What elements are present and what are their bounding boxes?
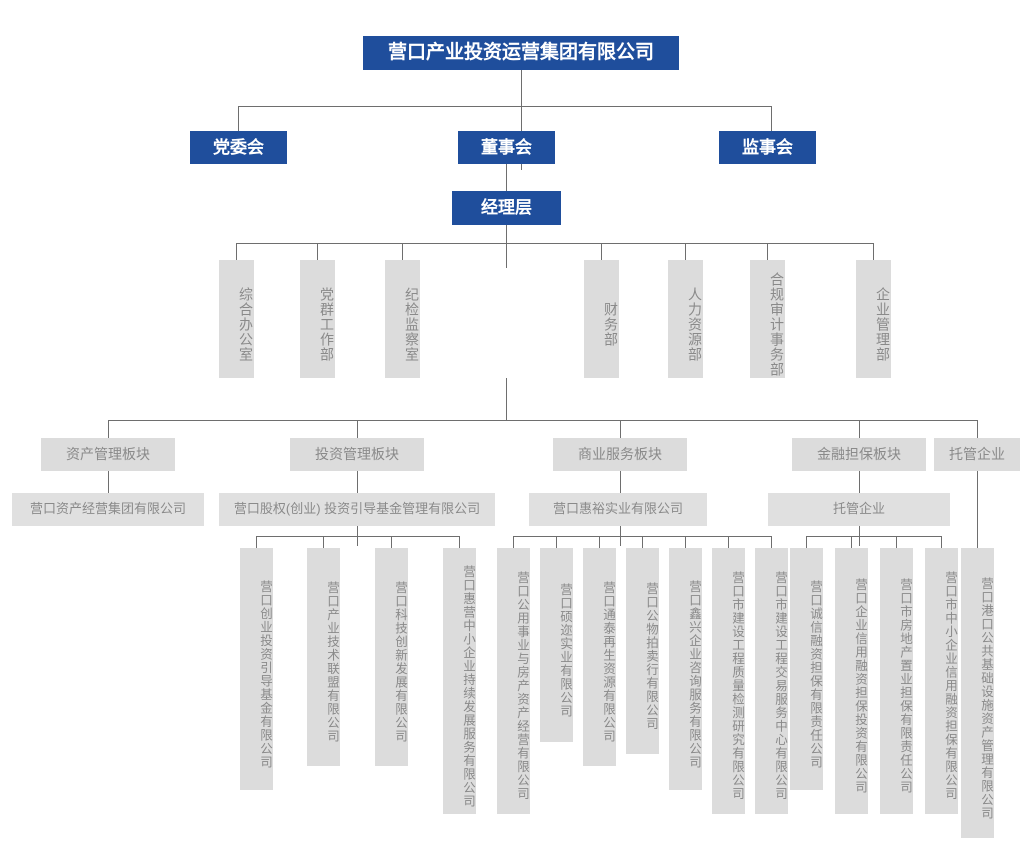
connector-segment-drop-investment — [357, 420, 358, 438]
node-company-sme-credit-guarantee[interactable]: 营口市中小企业信用融资担保有限公司 — [925, 548, 958, 814]
node-party-committee[interactable]: 党委会 — [190, 131, 287, 164]
connector-department-drop-7 — [873, 243, 874, 260]
connector-commercial-leaf-drop-2 — [556, 536, 557, 548]
connector-investment-leaf-bus — [256, 536, 459, 537]
node-department-human-resources[interactable]: 人力资源部 — [668, 260, 703, 378]
connector-department-drop-1 — [236, 243, 237, 260]
connector-department-drop-3 — [402, 243, 403, 260]
node-department-general-office[interactable]: 综合办公室 — [219, 260, 254, 378]
connector-management-stem — [506, 225, 507, 268]
connector-department-drop-2 — [317, 243, 318, 260]
connector-commercial-to-platform — [620, 471, 621, 493]
connector-trust-to-leaf — [977, 471, 978, 548]
node-company-tech-innovation[interactable]: 营口科技创新发展有限公司 — [375, 548, 408, 766]
connector-finance-leaf-drop-2 — [851, 536, 852, 548]
connector-commercial-leaf-drop-6 — [728, 536, 729, 548]
connector-asset-to-platform — [108, 471, 109, 493]
connector-segment-drop-commercial — [620, 420, 621, 438]
node-company-construction-trading-center[interactable]: 营口市建设工程交易服务中心有限公司 — [755, 548, 788, 814]
connector-department-drop-5 — [685, 243, 686, 260]
node-company-public-auction[interactable]: 营口公物拍卖行有限公司 — [626, 548, 659, 754]
node-platform-huiyu-industry[interactable]: 营口惠裕实业有限公司 — [529, 493, 707, 526]
node-company-construction-quality-testing[interactable]: 营口市建设工程质量检测研究有限公司 — [712, 548, 745, 814]
node-segment-trusteeship-enterprise[interactable]: 托管企业 — [934, 438, 1020, 471]
node-company-chengxin-guarantee[interactable]: 营口诚信融资担保有限责任公司 — [790, 548, 823, 790]
connector-finance-to-platform — [859, 471, 860, 493]
node-company-tongtai-recycling[interactable]: 营口通泰再生资源有限公司 — [583, 548, 616, 766]
connector-governance-bus — [238, 106, 772, 107]
connector-root-stem — [521, 70, 522, 170]
node-company-public-utility-property[interactable]: 营口公用事业与房产资产经营有限公司 — [497, 548, 530, 814]
connector-investment-leaf-drop-4 — [459, 536, 460, 548]
connector-department-drop-4 — [601, 243, 602, 260]
connector-finance-leaf-drop-1 — [806, 536, 807, 548]
connector-segment-drop-trust — [977, 420, 978, 438]
connector-segments-bus — [108, 420, 978, 421]
connector-investment-leaf-drop-3 — [391, 536, 392, 548]
node-department-party-affairs[interactable]: 党群工作部 — [300, 260, 335, 378]
connector-investment-leaf-drop-1 — [256, 536, 257, 548]
connector-segments-stem — [506, 378, 507, 420]
node-platform-equity-fund[interactable]: 营口股权(创业) 投资引导基金管理有限公司 — [219, 493, 495, 526]
node-segment-commercial-services[interactable]: 商业服务板块 — [553, 438, 687, 471]
node-segment-asset-management[interactable]: 资产管理板块 — [41, 438, 175, 471]
node-department-finance[interactable]: 财务部 — [584, 260, 619, 378]
node-department-enterprise-management[interactable]: 企业管理部 — [856, 260, 891, 378]
node-board-of-supervisors[interactable]: 监事会 — [719, 131, 816, 164]
node-company-venture-capital-fund[interactable]: 营口创业投资引导基金有限公司 — [240, 548, 273, 790]
connector-finance-leaf-bus — [806, 536, 942, 537]
node-company-real-estate-guarantee[interactable]: 营口市房地产置业担保有限责任公司 — [880, 548, 913, 814]
connector-commercial-leaf-drop-4 — [642, 536, 643, 548]
connector-departments-bus — [236, 243, 873, 244]
connector-board-to-management — [506, 164, 507, 191]
connector-commercial-leaf-drop-3 — [599, 536, 600, 548]
connector-investment-leaf-drop-2 — [323, 536, 324, 548]
node-segment-financial-guarantee[interactable]: 金融担保板块 — [792, 438, 926, 471]
node-platform-trusteeship[interactable]: 托管企业 — [768, 493, 950, 526]
connector-governance-drop-left — [238, 106, 239, 131]
node-root-company[interactable]: 营口产业投资运营集团有限公司 — [363, 36, 679, 70]
node-company-shuoer-industry[interactable]: 营口硕迩实业有限公司 — [540, 548, 573, 742]
connector-finance-leaf-drop-4 — [941, 536, 942, 548]
node-department-discipline-inspection[interactable]: 纪检监察室 — [385, 260, 420, 378]
node-company-industry-tech-alliance[interactable]: 营口产业技术联盟有限公司 — [307, 548, 340, 766]
node-company-port-infrastructure-asset[interactable]: 营口港口公共基础设施资产管理有限公司 — [961, 548, 994, 838]
connector-commercial-leaf-drop-7 — [771, 536, 772, 548]
node-department-compliance-audit[interactable]: 合规审计事务部 — [750, 260, 785, 378]
connector-segment-drop-asset — [108, 420, 109, 438]
connector-finance-leaf-drop-3 — [896, 536, 897, 548]
node-company-xinxing-consulting[interactable]: 营口鑫兴企业咨询服务有限公司 — [669, 548, 702, 790]
node-management-layer[interactable]: 经理层 — [452, 191, 561, 225]
node-company-credit-guarantee-investment[interactable]: 营口企业信用融资担保投资有限公司 — [835, 548, 868, 814]
node-company-huiying-sme-service[interactable]: 营口惠营中小企业持续发展服务有限公司 — [443, 548, 476, 814]
connector-commercial-leaf-drop-5 — [685, 536, 686, 548]
connector-segment-drop-finance — [859, 420, 860, 438]
connector-commercial-leaf-drop-1 — [513, 536, 514, 548]
node-platform-asset-operation[interactable]: 营口资产经营集团有限公司 — [12, 493, 204, 526]
connector-department-drop-6 — [767, 243, 768, 260]
connector-governance-drop-right — [771, 106, 772, 131]
node-board-of-directors[interactable]: 董事会 — [458, 131, 555, 164]
connector-investment-to-platform — [357, 471, 358, 493]
node-segment-investment-management[interactable]: 投资管理板块 — [290, 438, 424, 471]
